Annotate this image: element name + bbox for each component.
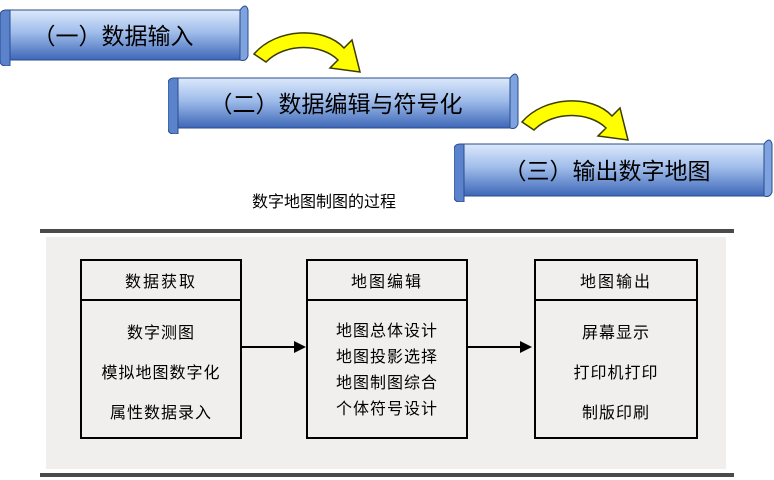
curved-arrow-2 [520,100,629,141]
stage-item: 个体符号设计 [335,399,438,418]
step-label-2: （二）数据编辑与符号化 [209,92,463,118]
scroll-banner-2 [168,73,519,134]
stage-data-acquisition: 数据获取 数字测图 模拟地图数字化 属性数据录入 [80,259,242,439]
panel-top-bar [40,229,734,233]
stage-item: 属性数据录入 [109,403,212,422]
stage-item: 地图制图综合 [335,373,438,392]
step-scroll-1: （一）数据输入 [0,2,250,66]
process-panel: 数据获取 数字测图 模拟地图数字化 属性数据录入 地图编辑 地图总体设计 地图投… [40,229,734,477]
stage-item: 地图总体设计 [335,321,438,340]
diagram-caption: 数字地图制图的过程 [252,192,397,211]
scroll-banner-3 [454,139,773,202]
step-scroll-3: （三）输出数字地图 [454,136,774,202]
stage-title: 数据获取 [82,261,240,301]
stage-item: 制版印刷 [581,403,650,422]
step-label-3: （三）输出数字地图 [503,159,711,185]
stage-map-output: 地图输出 屏幕显示 打印机打印 制版印刷 [534,259,698,439]
connector-arrow-1 [240,341,306,353]
stage-title: 地图输出 [536,261,696,301]
connector-arrow-2 [466,341,532,353]
step-scroll-2: （二）数据编辑与符号化 [168,70,520,134]
stage-item: 打印机打印 [573,363,659,382]
step-label-1: （一）数据输入 [32,24,194,50]
stage-title: 地图编辑 [308,261,466,301]
stage-item: 数字测图 [126,323,195,342]
curved-arrow-1 [252,32,361,73]
stage-map-editing: 地图编辑 地图总体设计 地图投影选择 地图制图综合 个体符号设计 [306,259,468,439]
stage-item: 模拟地图数字化 [101,363,221,382]
stage-item: 地图投影选择 [335,347,438,366]
scroll-banner-1 [0,5,249,66]
stage-item: 屏幕显示 [581,323,650,342]
panel-bottom-bar [40,473,734,477]
